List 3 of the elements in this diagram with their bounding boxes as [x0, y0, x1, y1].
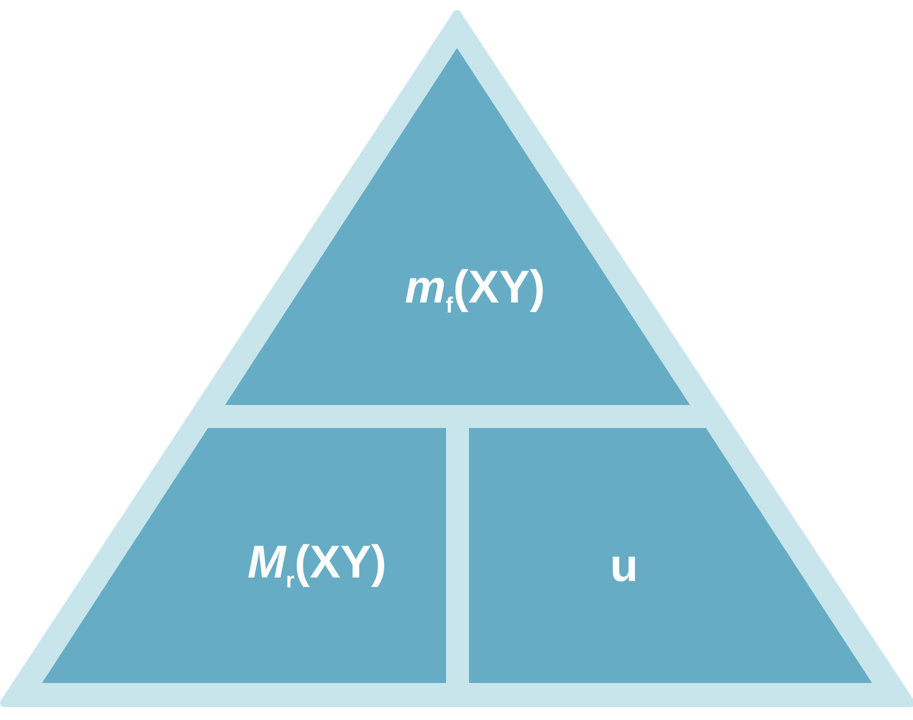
formula-text: M$_{r}$(XY)	[248, 538, 386, 592]
formula-text: u	[610, 542, 638, 588]
formula-text: m$_{f}$(XY)	[404, 263, 546, 317]
